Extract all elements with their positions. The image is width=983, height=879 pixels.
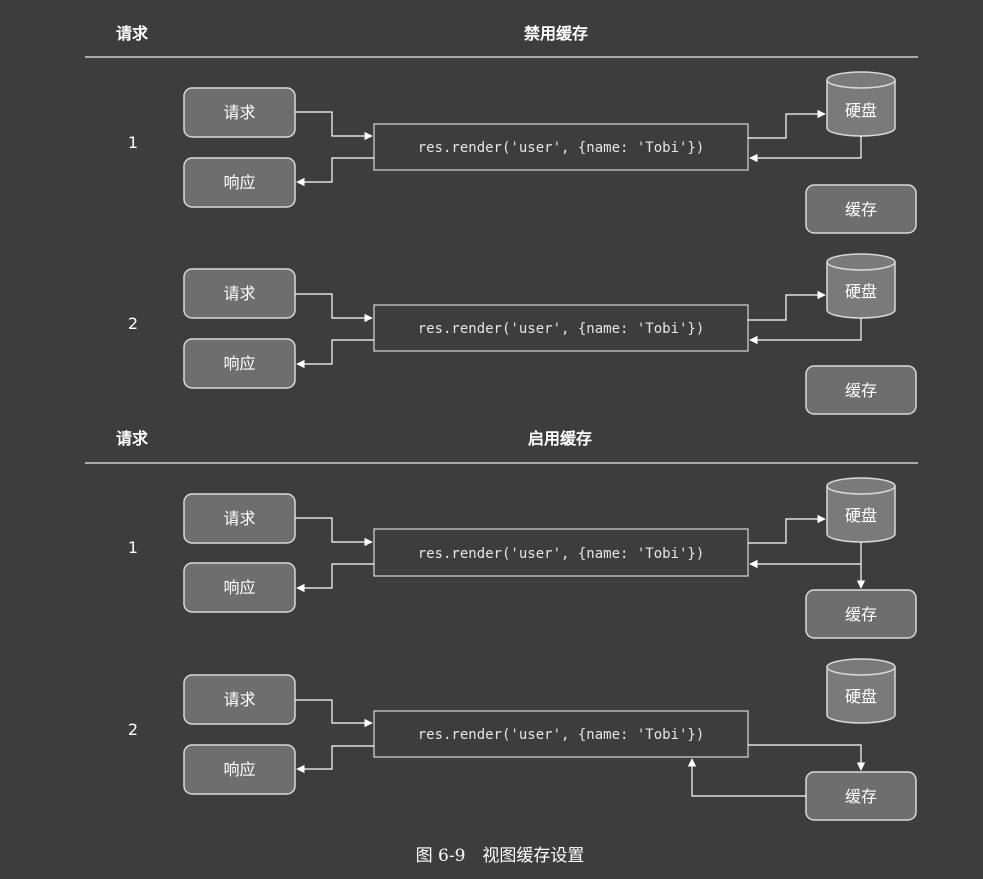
cache-label: 缓存 [845,605,877,624]
disk-label: 硬盘 [845,506,877,525]
response-arrow [296,745,374,774]
disk-read-arrow [748,290,826,321]
request-arrow [295,699,373,728]
response-label: 响应 [223,354,255,373]
disk-label: 硬盘 [845,282,877,301]
section-left-header: 请求 [116,24,149,43]
render-call-code: res.render('user', {name: 'Tobi'}) [418,321,705,337]
response-arrow [296,339,374,369]
response-label: 响应 [223,578,255,597]
disk-return-arrow [749,318,862,345]
row-number: 1 [128,133,138,152]
response-box [183,744,296,795]
row-number: 2 [128,314,138,333]
request-arrow [295,517,373,547]
disk-read-arrow [748,514,826,544]
cache-box [805,184,917,234]
response-label: 响应 [223,760,255,779]
render-call-box [373,528,749,577]
disk-cylinder [826,477,896,543]
cache-box [805,589,917,639]
render-call-box [373,304,749,352]
cache-label: 缓存 [845,381,877,400]
cache-label: 缓存 [845,200,877,219]
response-box [183,157,296,208]
request-label: 请求 [223,103,255,122]
response-arrow [296,157,374,187]
section-title: 禁用缓存 [524,24,588,43]
request-arrow [295,111,373,141]
cache-box [805,365,917,415]
diagram-row: 1 请求 响应 res.render('user', {name: 'Tobi'… [128,477,917,639]
row-number: 2 [128,720,138,739]
render-call-code: res.render('user', {name: 'Tobi'}) [418,546,705,562]
render-call-code: res.render('user', {name: 'Tobi'}) [418,727,705,743]
response-box [183,562,296,613]
disk-label: 硬盘 [845,687,877,706]
request-label: 请求 [223,690,255,709]
render-call-box [373,123,749,171]
response-label: 响应 [223,173,255,192]
cache-return-arrow [687,758,806,797]
cache-label: 缓存 [845,787,877,806]
render-call-code: res.render('user', {name: 'Tobi'}) [418,140,705,156]
diagram-row: 2 请求 响应 res.render('user', {name: 'Tobi'… [128,658,917,821]
section-cache-disabled: 请求 禁用缓存 1 请求 响应 res.render('user', {name… [85,24,918,415]
section-cache-enabled: 请求 启用缓存 1 请求 响应 res.render('user', {name… [85,429,918,821]
request-label: 请求 [223,509,255,528]
row-number: 1 [128,538,138,557]
request-label: 请求 [223,284,255,303]
figure-caption: 图 6-9 视图缓存设置 [416,846,585,866]
response-box [183,338,296,389]
diagram-row: 1 请求 响应 res.render('user', {name: 'Tobi'… [128,71,917,234]
disk-label: 硬盘 [845,101,877,120]
cache-lookup-arrow [748,744,866,771]
disk-cylinder [826,658,896,724]
diagram-row: 2 请求 响应 res.render('user', {name: 'Tobi'… [128,253,917,415]
section-title: 启用缓存 [528,429,592,448]
disk-read-arrow [748,109,826,139]
render-call-box [373,710,749,758]
response-arrow [296,563,374,593]
disk-return-arrow [749,136,862,163]
request-arrow [295,293,373,323]
section-left-header: 请求 [116,429,149,448]
